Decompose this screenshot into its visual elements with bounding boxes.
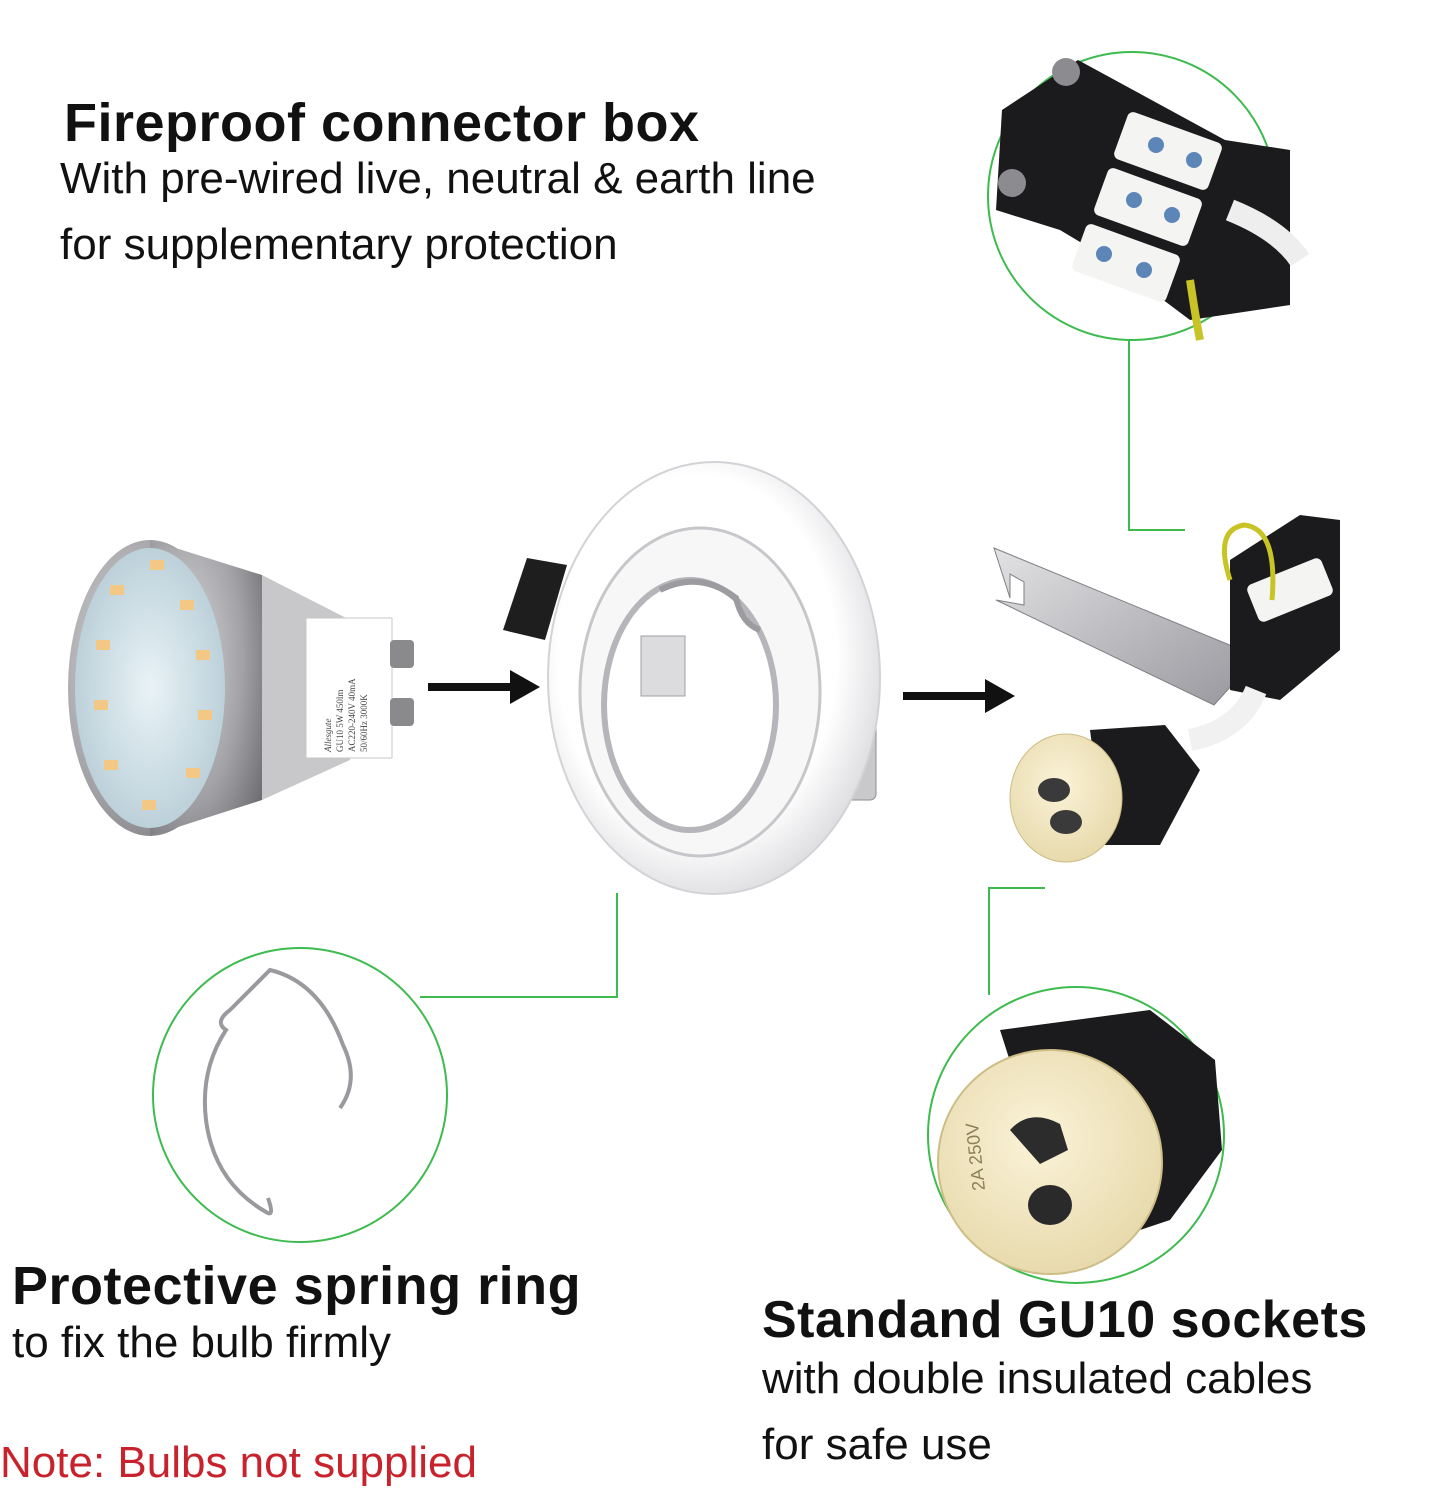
gu10-socket-with-bracket-illustration — [993, 515, 1340, 863]
downlight-frame-illustration — [503, 461, 881, 895]
bulb-illustration: Allesgute GU10 5W 450lm AC220-240V 40mA … — [68, 540, 414, 836]
bulbs-not-supplied-note: Note: Bulbs not supplied — [0, 1438, 477, 1487]
connector-box-title: Fireproof connector box — [64, 93, 700, 153]
spring-ring-desc: to fix the bulb firmly — [12, 1318, 392, 1367]
socket-title: Standand GU10 sockets — [762, 1291, 1368, 1349]
bulb-spec3: 50/60Hz 3000K — [359, 694, 369, 752]
connector-box-desc-line1: With pre-wired live, neutral & earth lin… — [60, 154, 816, 203]
spring-ring-illustration — [202, 967, 353, 1216]
bulb-brand: Allesgute — [323, 719, 333, 754]
socket-desc-line2: for safe use — [762, 1420, 992, 1469]
gu10-socket-illustration: 2A 250V — [937, 1010, 1222, 1275]
connector-box-desc-line2: for supplementary protection — [60, 220, 618, 269]
callout-lines — [420, 338, 1185, 998]
spring-callout-circle — [152, 947, 448, 1243]
callout-line-socket — [988, 887, 1045, 995]
spring-ring-title: Protective spring ring — [12, 1256, 582, 1316]
bulb-spec1: GU10 5W 450lm — [335, 690, 345, 752]
bulb-spec2: AC220-240V 40mA — [347, 678, 357, 752]
socket-desc-line1: with double insulated cables — [762, 1354, 1313, 1403]
connector-box-illustration — [996, 58, 1310, 341]
callout-line-connector — [1128, 338, 1185, 531]
arrow-right-icon — [903, 679, 1015, 713]
callout-line-spring — [420, 893, 618, 998]
arrow-right-icon — [428, 670, 540, 704]
